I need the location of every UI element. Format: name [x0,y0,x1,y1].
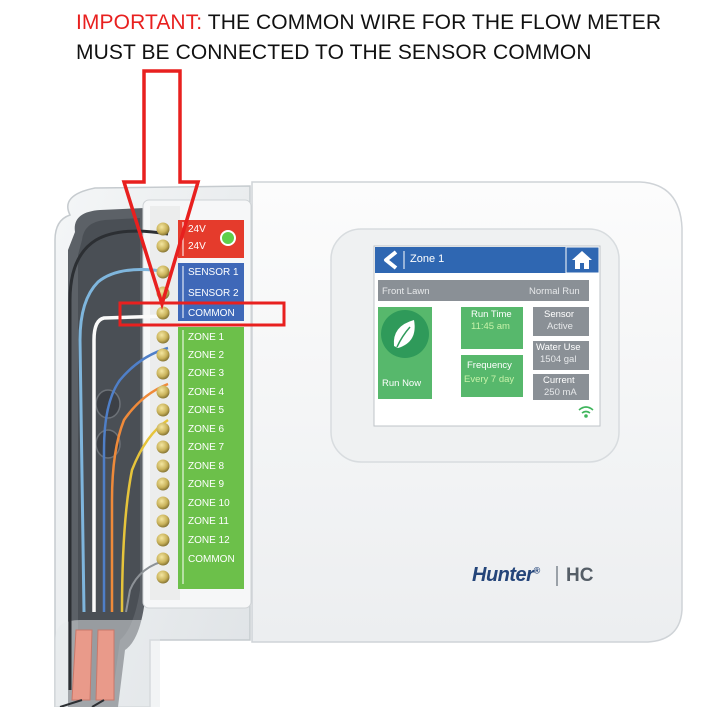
zone-6-label: ZONE 6 [188,424,225,435]
current-tile [533,374,589,400]
zone-terminal-bar [178,327,244,589]
sensor-common-label: COMMON [188,308,235,319]
registered-mark: ® [533,565,540,576]
station-bar [378,280,589,301]
brand-divider [556,566,558,586]
zone-2-label: ZONE 2 [188,350,225,361]
run-time-tile [461,307,523,349]
zone-10-label: ZONE 10 [188,498,230,509]
wire-orange [110,382,169,612]
zone-8-label: ZONE 8 [188,461,225,472]
important-label: IMPORTANT: [76,11,203,34]
notice-line-2: MUST BE CONNECTED TO THE SENSOR COMMON [76,41,592,64]
frequency-value: Every 7 day [464,374,515,385]
wire-yellow [120,418,169,613]
zone-7-label: ZONE 7 [188,442,225,453]
screen-header-title: Zone 1 [410,253,445,265]
wire-light-blue [78,268,169,613]
water-use-tile [533,341,589,370]
zone-4-label: ZONE 4 [188,387,225,398]
zone-12-label: ZONE 12 [188,535,230,546]
run-time-value: 11:45 am [471,321,510,332]
zone-11-label: ZONE 11 [188,516,229,527]
run-mode: Normal Run [529,286,580,297]
water-use-label: Water Use [536,342,581,353]
sensor-tile-label: Sensor [544,309,575,320]
home-icon [572,251,592,269]
sensor-tile [533,307,589,336]
sensor-tile-value: Active [547,321,573,332]
sensor-2-label: SENSOR 2 [188,288,239,299]
brand-logo: Hunter® [472,564,540,587]
frequency-label: Frequency [467,360,512,371]
notice-line-1-text: THE COMMON WIRE FOR THE FLOW METER [202,11,662,34]
power-label-1: 24V [188,224,206,235]
power-label-2: 24V [188,241,206,252]
wifi-icon [578,406,594,418]
zone-3-label: ZONE 3 [188,368,225,379]
sensor-1-label: SENSOR 1 [188,267,239,278]
zone-9-label: ZONE 9 [188,479,225,490]
screen-header-bar [375,247,599,273]
model-name: HC [566,565,594,586]
sensor-terminal-bar [178,263,244,321]
wire-white [92,314,169,612]
frequency-tile [461,355,523,397]
zone-1-label: ZONE 1 [188,332,225,343]
power-led [220,230,236,246]
current-value: 250 mA [544,387,577,398]
zone-common-label: COMMON [188,554,235,565]
station-name: Front Lawn [382,286,430,297]
brand-name: Hunter [472,564,534,586]
notice-line-1: IMPORTANT: THE COMMON WIRE FOR THE FLOW … [76,8,661,38]
run-now-button[interactable]: Run Now [382,378,422,389]
current-label: Current [543,375,575,386]
zone-5-label: ZONE 5 [188,405,225,416]
water-use-value: 1504 gal [540,354,577,365]
red-arrow-annotation [121,69,201,311]
run-time-label: Run Time [471,309,512,320]
wire-blue [102,346,169,612]
red-highlight-box [118,301,286,327]
terminal-screws [156,222,170,584]
back-arrow-icon [384,250,398,270]
important-notice: IMPORTANT: THE COMMON WIRE FOR THE FLOW … [76,8,661,68]
